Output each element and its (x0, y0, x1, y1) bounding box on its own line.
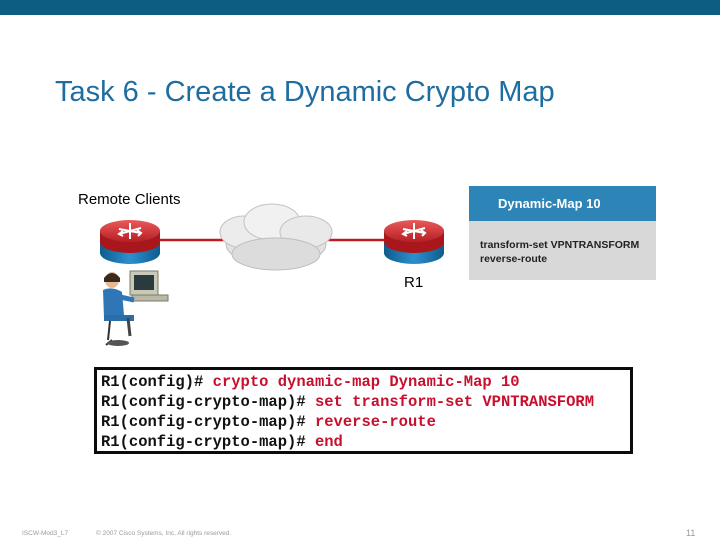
map-line-reverse-route: reverse-route (480, 253, 548, 265)
footer-course-code: ISCW-Mod3_L7 (22, 530, 69, 537)
slide-title: Task 6 - Create a Dynamic Crypto Map (55, 76, 555, 108)
cli-prompt: R1(config)# (101, 373, 204, 391)
cli-command: end (314, 433, 343, 451)
cli-prompt: R1(config-crypto-map)# (101, 413, 306, 431)
cli-line: R1(config)# crypto dynamic-map Dynamic-M… (101, 373, 630, 393)
cli-command: crypto dynamic-map Dynamic-Map 10 (212, 373, 520, 391)
cloud-icon (219, 203, 333, 271)
remote-clients-label: Remote Clients (78, 191, 181, 208)
cli-prompt: R1(config-crypto-map)# (101, 433, 306, 451)
cli-box: R1(config)# crypto dynamic-map Dynamic-M… (94, 367, 633, 454)
cli-line: R1(config-crypto-map)# end (101, 433, 630, 453)
footer-copyright: © 2007 Cisco Systems, Inc. All rights re… (96, 530, 232, 537)
user-workstation-icon (103, 270, 169, 346)
dynamic-map-title: Dynamic-Map 10 (469, 186, 656, 221)
router-icon (100, 220, 160, 264)
cli-command: set transform-set VPNTRANSFORM (314, 393, 594, 411)
cli-prompt: R1(config-crypto-map)# (101, 393, 306, 411)
cli-line: R1(config-crypto-map)# reverse-route (101, 413, 630, 433)
cli-line: R1(config-crypto-map)# set transform-set… (101, 393, 630, 413)
top-bar (0, 0, 720, 15)
map-line-transform-set: transform-set VPNTRANSFORM (480, 239, 640, 251)
router-r1-label: R1 (404, 274, 424, 291)
page-number: 11 (686, 528, 696, 538)
router-icon (384, 220, 444, 264)
cli-command: reverse-route (314, 413, 436, 431)
